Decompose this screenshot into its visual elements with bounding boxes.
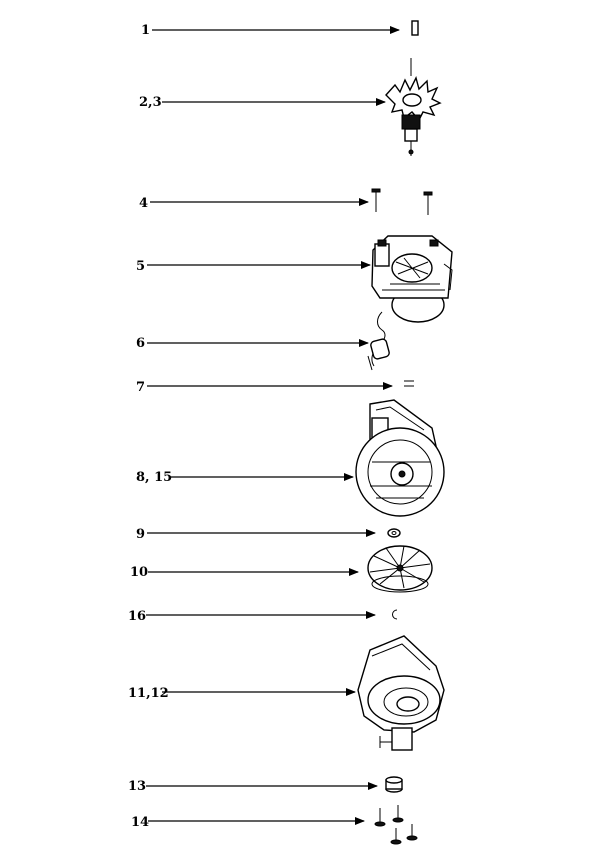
callout-16: 16 xyxy=(128,609,376,624)
callout-11-12: 11,12 xyxy=(128,686,356,701)
callout-label-8-15: 8, 15 xyxy=(136,470,172,485)
callout-label-9: 9 xyxy=(136,527,145,542)
part-motor-housing xyxy=(371,235,453,323)
part-coupling xyxy=(385,776,403,793)
callout-label-13: 13 xyxy=(128,779,146,794)
callout-label-4: 4 xyxy=(139,196,148,211)
callout-14: 14 xyxy=(131,815,365,830)
callout-13: 13 xyxy=(128,779,378,794)
part-fan-housing xyxy=(355,399,445,517)
part-washer xyxy=(387,528,401,538)
callout-label-11-12: 11,12 xyxy=(128,686,169,701)
callout-label-2-3: 2,3 xyxy=(139,95,162,110)
callout-label-5: 5 xyxy=(136,259,145,274)
callout-2-3: 2,3 xyxy=(139,95,386,110)
callout-8-15: 8, 15 xyxy=(136,470,354,485)
callout-label-6: 6 xyxy=(136,336,145,351)
callout-label-1: 1 xyxy=(141,23,150,38)
callout-9: 9 xyxy=(136,527,376,542)
callout-6: 6 xyxy=(136,336,369,351)
part-wire-lead xyxy=(367,311,390,371)
callout-10: 10 xyxy=(130,565,359,580)
part-nut xyxy=(392,609,398,620)
callout-label-7: 7 xyxy=(136,380,145,395)
callout-4: 4 xyxy=(139,196,369,211)
part-screws-set xyxy=(374,805,418,845)
callout-label-10: 10 xyxy=(130,565,148,580)
callout-label-14: 14 xyxy=(131,815,149,830)
part-impeller xyxy=(367,545,433,593)
part-screws xyxy=(371,188,433,215)
part-armature-fan xyxy=(385,58,442,156)
part-sleeve-bushing xyxy=(411,20,419,36)
callout-5: 5 xyxy=(136,259,371,274)
callout-label-16: 16 xyxy=(128,609,146,624)
callout-7: 7 xyxy=(136,380,393,395)
part-blower-housing xyxy=(357,635,445,751)
callout-1: 1 xyxy=(141,23,400,38)
part-clip xyxy=(404,380,414,387)
